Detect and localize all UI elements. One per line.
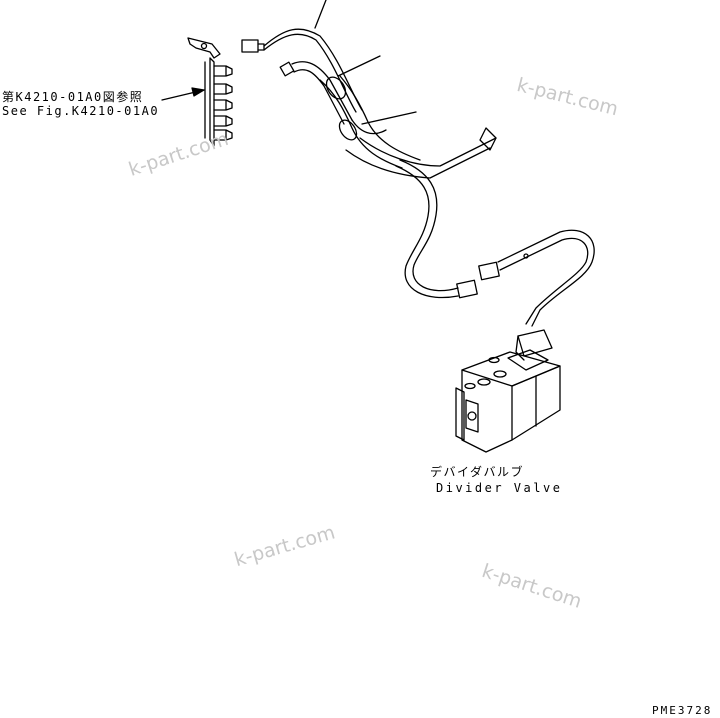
hose-bundle [319,55,497,179]
divider-valve [455,329,561,453]
sensor-cable [395,159,595,327]
reference-label-en: See Fig.K4210-01A0 [2,104,160,118]
valve-label-en: Divider Valve [436,481,563,495]
valve-label-jp: デバイダバルブ [430,465,525,479]
connector-bracket [187,37,233,147]
upper-harness [241,0,363,125]
reference-label-jp: 第K4210-01A0図参照 [2,90,144,104]
reference-arrow [161,87,205,101]
drawing-code: PME3728 [652,704,713,717]
